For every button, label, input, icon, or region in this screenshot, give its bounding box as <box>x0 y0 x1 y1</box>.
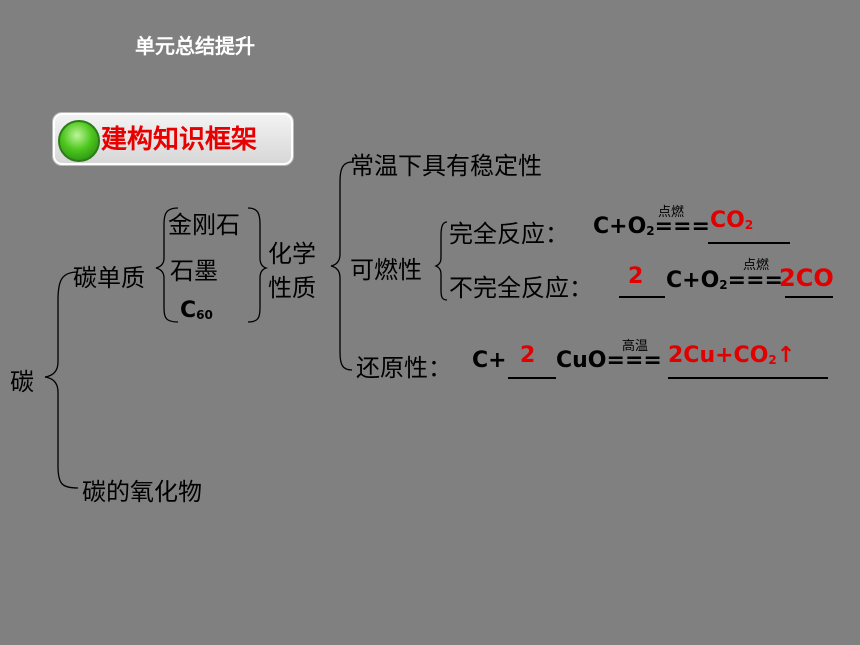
allotrope-close-bracket <box>247 207 269 323</box>
chem-prop-line2: 性质 <box>268 274 316 302</box>
root-brace <box>44 271 79 489</box>
section-badge: 建构知识框架 <box>52 112 294 166</box>
complete-equation: C+O2=== <box>593 214 710 239</box>
green-button-icon <box>58 120 100 162</box>
reduction-coef-blank <box>508 377 556 379</box>
chem-prop-brace <box>330 161 353 371</box>
allotrope-brace <box>155 207 179 323</box>
flammability-label: 可燃性 <box>350 256 422 284</box>
incomplete-coef-answer: 2 <box>628 264 644 289</box>
badge-label: 建构知识框架 <box>101 125 258 155</box>
c60-label: C60 <box>180 298 213 323</box>
complete-condition: 点燃 <box>658 205 685 220</box>
incomplete-reaction-label: 不完全反应： <box>449 274 593 302</box>
complete-answer-blank <box>708 242 790 244</box>
flammability-brace <box>434 221 448 301</box>
complete-answer: CO2 <box>710 208 754 233</box>
chem-prop-line1: 化学 <box>268 240 316 268</box>
graphite-label: 石墨 <box>170 257 218 285</box>
incomplete-equation: C+O2=== <box>666 268 783 293</box>
reduction-answer: 2Cu+CO2↑ <box>668 343 796 368</box>
complete-reaction-label: 完全反应： <box>449 220 569 248</box>
reduction-lhs1: C+ <box>472 348 507 373</box>
reduction-condition: 高温 <box>622 339 649 354</box>
incomplete-answer: 2CO <box>779 264 834 292</box>
incomplete-condition: 点燃 <box>743 258 770 273</box>
reduction-label: 还原性： <box>356 354 452 382</box>
reduction-coef-answer: 2 <box>520 343 536 368</box>
reduction-answer-blank <box>668 377 828 379</box>
root-label: 碳 <box>10 368 34 396</box>
carbon-oxides-label: 碳的氧化物 <box>82 478 202 506</box>
incomplete-coef-blank <box>619 296 665 298</box>
header-title: 单元总结提升 <box>135 34 255 58</box>
stability-label: 常温下具有稳定性 <box>350 152 542 180</box>
reduction-equation: CuO=== <box>556 348 662 373</box>
diamond-label: 金刚石 <box>168 211 240 239</box>
carbon-element-label: 碳单质 <box>73 264 145 292</box>
incomplete-answer-blank <box>785 296 833 298</box>
